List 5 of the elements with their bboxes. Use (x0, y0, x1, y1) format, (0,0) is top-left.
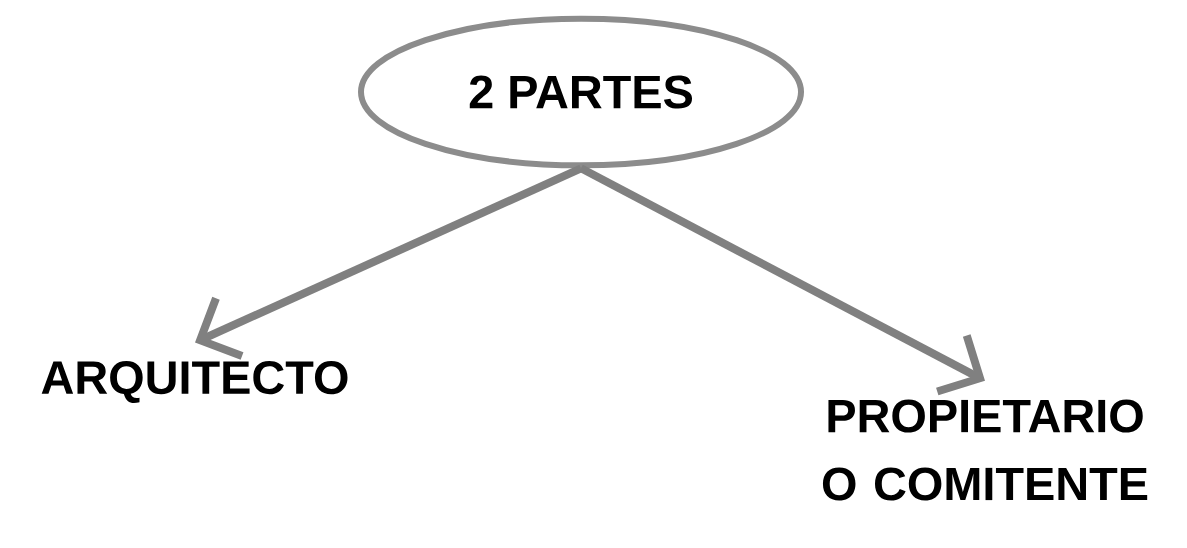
label-text: PROPIETARIO O COMITENTE (822, 399, 1148, 501)
label-text: ARQUITECTO (41, 361, 348, 403)
arrow (195, 164, 583, 360)
ellipse-node: 2 PARTES (358, 15, 804, 169)
arrow (579, 164, 985, 396)
